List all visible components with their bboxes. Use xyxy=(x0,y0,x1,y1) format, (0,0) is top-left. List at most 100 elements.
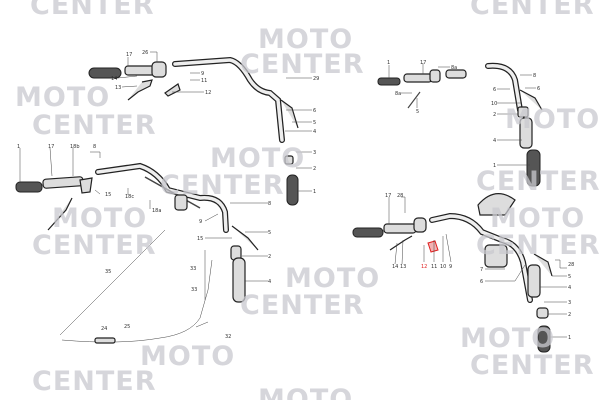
part-label: 5 xyxy=(313,120,316,126)
watermark-text: MOTO xyxy=(210,143,305,174)
part-label: 10 xyxy=(491,101,497,107)
lever-part xyxy=(47,197,73,231)
watermark-text: CENTER xyxy=(476,166,600,197)
grip-part xyxy=(352,227,384,238)
part-label: 28 xyxy=(568,262,574,268)
clamp-part xyxy=(445,69,467,79)
part-label: 3 xyxy=(568,300,571,306)
grip-tube-part xyxy=(232,257,246,303)
part-label: 1 xyxy=(313,189,316,195)
part-label: 6 xyxy=(493,87,496,93)
part-label: 13 xyxy=(400,264,406,270)
watermark-text: MOTO xyxy=(258,24,353,55)
part-label: 25 xyxy=(124,324,130,330)
watermark-text: CENTER xyxy=(470,0,595,21)
part-label: 26 xyxy=(142,50,148,56)
part-label: 6 xyxy=(313,108,316,114)
part-label: 11 xyxy=(431,264,437,270)
switch-housing-part xyxy=(429,69,441,83)
part-label: 8a xyxy=(451,65,457,71)
grip-part xyxy=(88,67,122,79)
part-label: 8 xyxy=(93,144,96,150)
watermark-text: MOTO xyxy=(505,104,600,135)
watermark-text: CENTER xyxy=(32,230,157,261)
grip-tube-part xyxy=(527,264,541,298)
watermark-text: CENTER xyxy=(240,49,365,80)
grip-part xyxy=(15,181,43,193)
part-label: 5 xyxy=(268,230,271,236)
grip-tube-part xyxy=(519,117,533,149)
cable-adjuster-part xyxy=(94,337,116,344)
part-label: 17 xyxy=(385,193,391,199)
part-label: 18c xyxy=(125,194,134,200)
switch-housing-part xyxy=(151,61,167,78)
part-label: 15 xyxy=(105,192,111,198)
assembly-bottom-right: 17 28 14 13 12 11 10 9 7 6 28 5 4 3 2 1 xyxy=(352,193,574,353)
part-label: 9 xyxy=(199,219,202,225)
watermark-text: CENTER xyxy=(30,0,155,21)
part-label: 1 xyxy=(387,60,390,66)
part-label: 7 xyxy=(480,267,483,273)
part-label: 8a xyxy=(395,91,401,97)
part-label: 9 xyxy=(449,264,452,270)
part-label: 33 xyxy=(190,266,196,272)
switch-housing-part xyxy=(413,217,427,233)
assembly-top-left: 17 26 14 13 9 11 12 29 6 5 4 xyxy=(88,50,319,143)
part-label: 4 xyxy=(313,129,316,135)
speedometer-housing-part xyxy=(484,244,508,268)
watermark-text: MOTO xyxy=(258,384,353,400)
part-label: 18b xyxy=(70,144,80,150)
part-label: 2 xyxy=(313,166,316,172)
switch-part xyxy=(536,307,549,319)
part-label: 5 xyxy=(416,109,419,115)
watermark-text: CENTER xyxy=(240,290,365,321)
part-label: 15 xyxy=(197,236,203,242)
brake-lever-part xyxy=(280,99,299,129)
throttle-tube-part xyxy=(124,65,156,76)
part-label: 13 xyxy=(115,85,121,91)
part-label: 18a xyxy=(152,208,161,214)
part-label: 29 xyxy=(313,76,319,82)
clamp-part xyxy=(174,194,188,211)
assembly-left: 1 17 18b 8 15 18c 18a 3 2 1 8 9 5 15 2 4… xyxy=(15,144,316,344)
assembly-top-right: 1 17 8a 8a 5 8 6 6 10 2 4 1 xyxy=(377,60,543,187)
watermark-text: MOTO xyxy=(140,341,235,372)
part-label: 2 xyxy=(268,254,271,260)
lever-part xyxy=(127,79,153,101)
part-label: 9 xyxy=(201,71,204,77)
watermark-text: MOTO xyxy=(285,263,380,294)
part-label: 4 xyxy=(268,279,271,285)
part-label: 14 xyxy=(392,264,398,270)
nut-part xyxy=(284,155,294,165)
throttle-tube-part xyxy=(383,223,417,234)
watermarks: CENTER CENTER MOTO CENTER MOTO CENTER MO… xyxy=(15,0,600,400)
watermark-text: MOTO xyxy=(460,323,555,354)
switch-part xyxy=(517,106,529,118)
part-label: 8 xyxy=(533,73,536,79)
part-label: 8 xyxy=(268,201,271,207)
part-label: 35 xyxy=(105,269,111,275)
part-label: 1 xyxy=(568,335,571,341)
watermark-text: CENTER xyxy=(470,350,595,381)
watermark-text: MOTO xyxy=(490,203,585,234)
part-label: 17 xyxy=(48,144,54,150)
brake-lever-part xyxy=(533,253,553,277)
part-label: 3 xyxy=(313,150,316,156)
brake-lever-part xyxy=(519,89,543,111)
watermark-text: CENTER xyxy=(32,110,157,141)
part-label: 6 xyxy=(480,279,483,285)
watermark-text: CENTER xyxy=(476,230,600,261)
part-label: 17 xyxy=(420,60,426,66)
part-label: 1 xyxy=(493,163,496,169)
watermark-text: MOTO xyxy=(52,203,147,234)
grip-part xyxy=(377,77,401,86)
part-label: 1 xyxy=(17,144,20,150)
part-label: 28 xyxy=(397,193,403,199)
part-label: 2 xyxy=(493,112,496,118)
grip-part xyxy=(537,325,551,353)
part-label: 17 xyxy=(126,52,132,58)
highlighted-part-12[interactable] xyxy=(427,240,439,253)
brake-lever-part xyxy=(231,225,259,251)
